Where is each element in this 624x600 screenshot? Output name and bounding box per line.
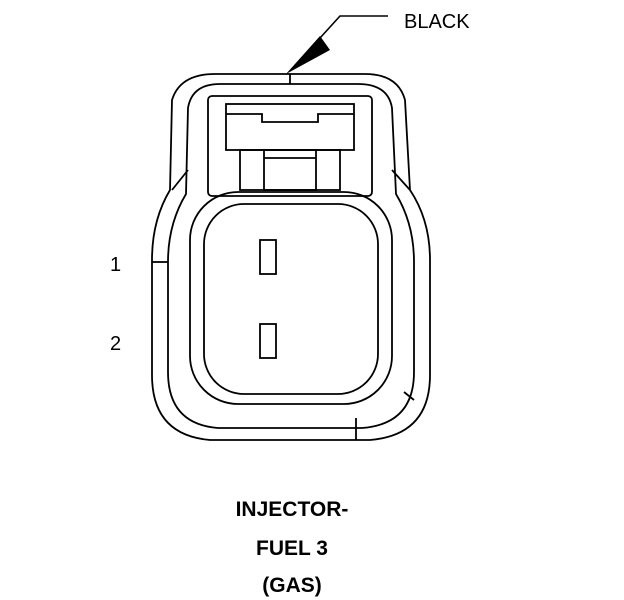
caption-line-2: FUEL 3 bbox=[256, 537, 328, 560]
callout-arrowhead bbox=[286, 36, 330, 74]
callout-label: BLACK bbox=[404, 11, 470, 33]
caption-line-3: (GAS) bbox=[262, 574, 322, 597]
locking-latch bbox=[207, 95, 373, 197]
pin-2-label: 2 bbox=[110, 333, 121, 355]
pin-2-terminal bbox=[259, 323, 277, 359]
connector-housing bbox=[151, 73, 431, 441]
pin-1-label: 1 bbox=[110, 254, 121, 276]
caption-line-1: INJECTOR- bbox=[235, 498, 349, 521]
callout-leader bbox=[286, 15, 388, 74]
mating-face bbox=[189, 191, 393, 405]
pin-1-terminal bbox=[259, 239, 277, 275]
